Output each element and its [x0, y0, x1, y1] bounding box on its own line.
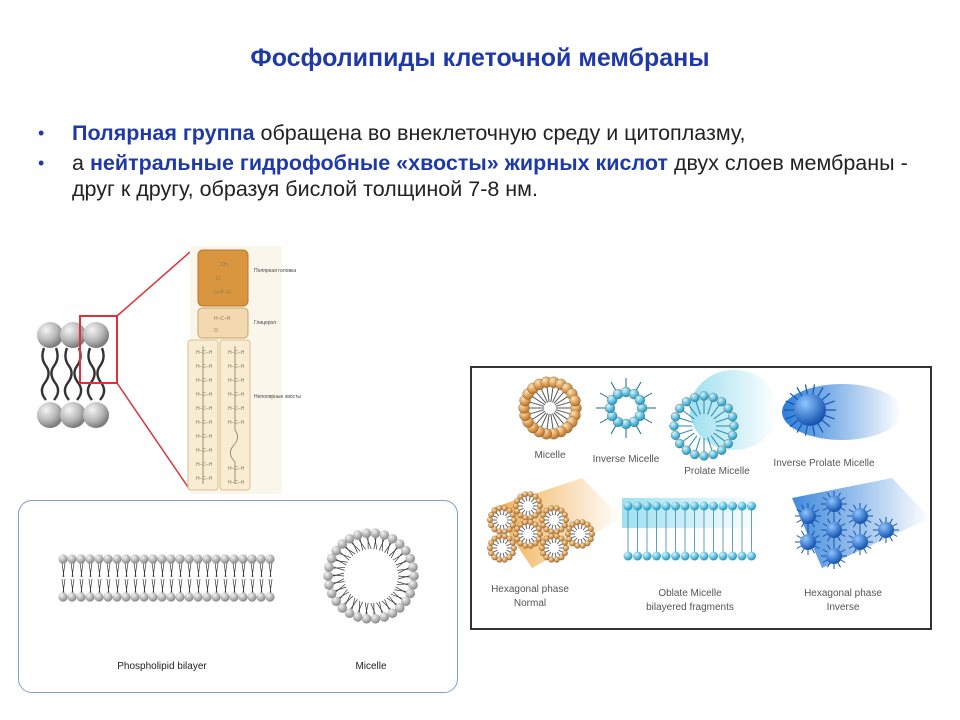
svg-text:H–C–H: H–C–H — [228, 364, 245, 370]
svg-text:H–C–H: H–C–H — [228, 466, 245, 472]
svg-text:H–C–H: H–C–H — [196, 448, 213, 454]
label-bottom-micelle: Micelle — [355, 661, 387, 672]
svg-text:H–C–H: H–C–H — [214, 316, 231, 322]
svg-text:H–C–H: H–C–H — [228, 420, 245, 426]
bullet-item: • а нейтральные гидрофобные «хвосты» жир… — [38, 150, 918, 202]
svg-text:H–C–H: H–C–H — [196, 406, 213, 412]
bilayer-micelle-panel: Phospholipid bilayer Micelle — [18, 500, 458, 693]
hexagonal-inverse-icon — [792, 478, 930, 569]
svg-text:H–C–H: H–C–H — [228, 392, 245, 398]
phospholipid-structure-diagram: H–C–H H–C–H H–C–H H–C–H H–C–H H–C–H H–C–H H–C… — [37, 246, 301, 494]
label-hexagonal-inverse-2: Inverse — [827, 602, 860, 613]
svg-text:H–C–H: H–C–H — [228, 406, 245, 412]
svg-text:H–C–H: H–C–H — [196, 392, 213, 398]
label-inverse-micelle: Inverse Micelle — [593, 454, 660, 465]
label-oblate-1: Oblate Micelle — [658, 588, 722, 599]
svg-text:H–C–H: H–C–H — [228, 350, 245, 356]
bullet-highlight: нейтральные гидрофобные «хвосты» жирных … — [89, 151, 668, 175]
svg-text:O: O — [216, 276, 220, 282]
label-bilayer: Phospholipid bilayer — [117, 661, 207, 672]
label-glycerol: Глицерол — [254, 320, 276, 326]
lipid-phases-diagram: Micelle Inverse Micelle Prolate Micelle … — [487, 370, 930, 613]
label-micelle: Micelle — [534, 450, 566, 461]
hexagonal-normal-icon — [487, 478, 622, 568]
callout-line — [116, 382, 191, 491]
svg-text:O=P–O: O=P–O — [214, 290, 231, 296]
label-prolate-micelle: Prolate Micelle — [684, 466, 750, 477]
svg-text:H–C–H: H–C–H — [196, 434, 213, 440]
svg-text:H–C–H: H–C–H — [196, 462, 213, 468]
label-hexagonal-inverse-1: Hexagonal phase — [804, 588, 882, 599]
micelle-icon — [518, 376, 582, 440]
svg-text:H–C–H: H–C–H — [196, 350, 213, 356]
bullet-text: обращена во внеклеточную среду и цитопла… — [254, 121, 746, 145]
label-hexagonal-normal-1: Hexagonal phase — [491, 584, 569, 595]
bilayer-fragment — [37, 320, 111, 430]
svg-text:CH₃: CH₃ — [220, 262, 229, 268]
page-title: Фосфолипиды клеточной мембраны — [250, 44, 710, 72]
prolate-micelle-icon — [669, 370, 778, 461]
bullet-text: двух слоев мембраны - друг к другу, обра… — [72, 151, 908, 201]
label-inverse-prolate-micelle: Inverse Prolate Micelle — [773, 458, 875, 469]
label-polar-head: Полярная головка — [254, 268, 296, 274]
svg-text:H–C–H: H–C–H — [196, 364, 213, 370]
svg-text:H–C–H: H–C–H — [228, 480, 245, 486]
bullet-dot-icon: • — [38, 123, 45, 143]
svg-text:H–C–H: H–C–H — [196, 420, 213, 426]
glycerol-block — [197, 307, 249, 339]
callout-line — [116, 251, 191, 317]
bullet-dot-icon: • — [38, 153, 45, 173]
oblate-micelle-icon — [622, 498, 762, 561]
svg-text:H–C–H: H–C–H — [228, 378, 245, 384]
bilayer-micelle-diagram: Phospholipid bilayer Micelle — [58, 528, 419, 672]
callout-box — [79, 315, 118, 384]
label-hexagonal-normal-2: Normal — [514, 598, 546, 609]
svg-text:O: O — [214, 328, 218, 334]
bullet-prefix: а — [72, 151, 90, 175]
molecule-structure: H–C–H H–C–H H–C–H H–C–H H–C–H H–C–H H–C–H H–C… — [187, 246, 301, 494]
bullet-item: • Полярная группа обращена во внеклеточн… — [38, 120, 918, 146]
micelle-circle-icon — [323, 528, 419, 624]
inverse-micelle-icon — [596, 378, 656, 438]
bullet-list: • Полярная группа обращена во внеклеточн… — [38, 120, 918, 206]
lipid-phases-panel: Micelle Inverse Micelle Prolate Micelle … — [470, 366, 932, 630]
svg-text:H–C–H: H–C–H — [196, 378, 213, 384]
phospholipid-bilayer-icon — [58, 554, 275, 602]
svg-text:H–C–H: H–C–H — [196, 476, 213, 482]
polar-head-block — [197, 249, 249, 307]
bullet-highlight: Полярная группа — [72, 121, 255, 145]
label-tails: Неполярные хвосты — [254, 394, 301, 400]
inverse-prolate-micelle-icon — [782, 384, 902, 440]
label-oblate-2: bilayered fragments — [646, 602, 734, 613]
